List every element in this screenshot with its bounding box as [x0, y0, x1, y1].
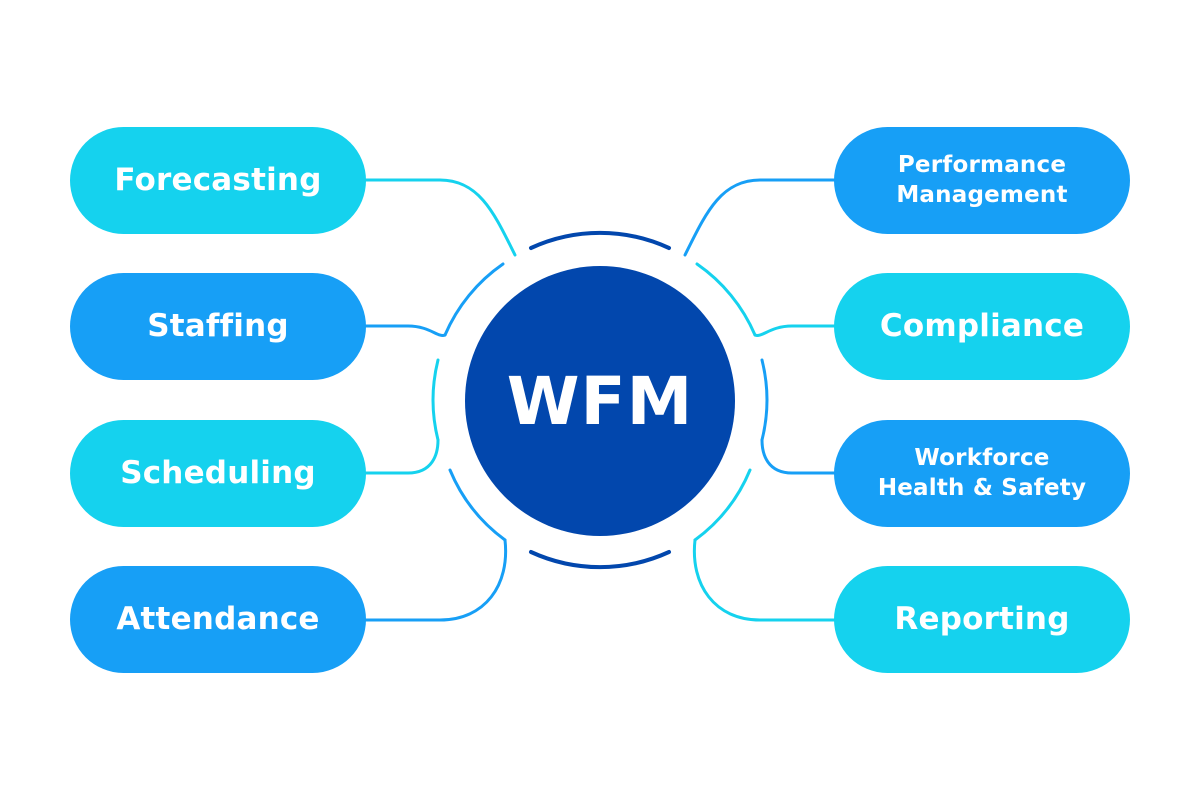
node-label: Attendance	[116, 601, 320, 638]
ring-arc-top	[529, 230, 671, 250]
node-label: Workforce Health & Safety	[878, 444, 1086, 503]
connector-scheduling	[364, 438, 440, 475]
ring-arc-bottom	[529, 550, 671, 570]
connector-staffing	[364, 324, 447, 337]
ring-arc-lower-right	[693, 468, 752, 542]
node-label-line-1: Workforce	[914, 445, 1050, 472]
node-workforce-health-safety[interactable]: Workforce Health & Safety	[834, 420, 1130, 527]
node-label: Performance Management	[896, 151, 1067, 210]
ring-arc-left	[431, 358, 440, 442]
node-label: Reporting	[894, 601, 1070, 638]
node-label: Staffing	[147, 308, 289, 345]
hub-circle: WFM	[465, 266, 735, 536]
node-forecasting[interactable]: Forecasting	[70, 127, 366, 234]
node-staffing[interactable]: Staffing	[70, 273, 366, 380]
node-performance-management[interactable]: Performance Management	[834, 127, 1130, 234]
connector-reporting	[692, 538, 836, 622]
hub-label: WFM	[506, 362, 694, 440]
connector-performance	[683, 178, 836, 257]
ring-arc-lower-left	[448, 468, 507, 542]
node-label: Forecasting	[114, 162, 322, 199]
node-label-line-1: Performance	[897, 152, 1067, 179]
node-label-line-2: Health & Safety	[877, 474, 1087, 501]
node-label: Scheduling	[120, 455, 316, 492]
connector-attendance	[364, 538, 508, 622]
node-attendance[interactable]: Attendance	[70, 566, 366, 673]
connector-forecasting	[364, 178, 517, 257]
connector-compliance	[753, 324, 836, 337]
connector-health-safety	[760, 438, 836, 475]
ring-arc-upper-left	[443, 262, 505, 337]
node-scheduling[interactable]: Scheduling	[70, 420, 366, 527]
node-label: Compliance	[879, 308, 1085, 345]
node-reporting[interactable]: Reporting	[834, 566, 1130, 673]
ring-arc-upper-right	[695, 262, 757, 337]
node-compliance[interactable]: Compliance	[834, 273, 1130, 380]
node-label-line-2: Management	[896, 181, 1068, 208]
ring-arc-right	[760, 358, 769, 442]
